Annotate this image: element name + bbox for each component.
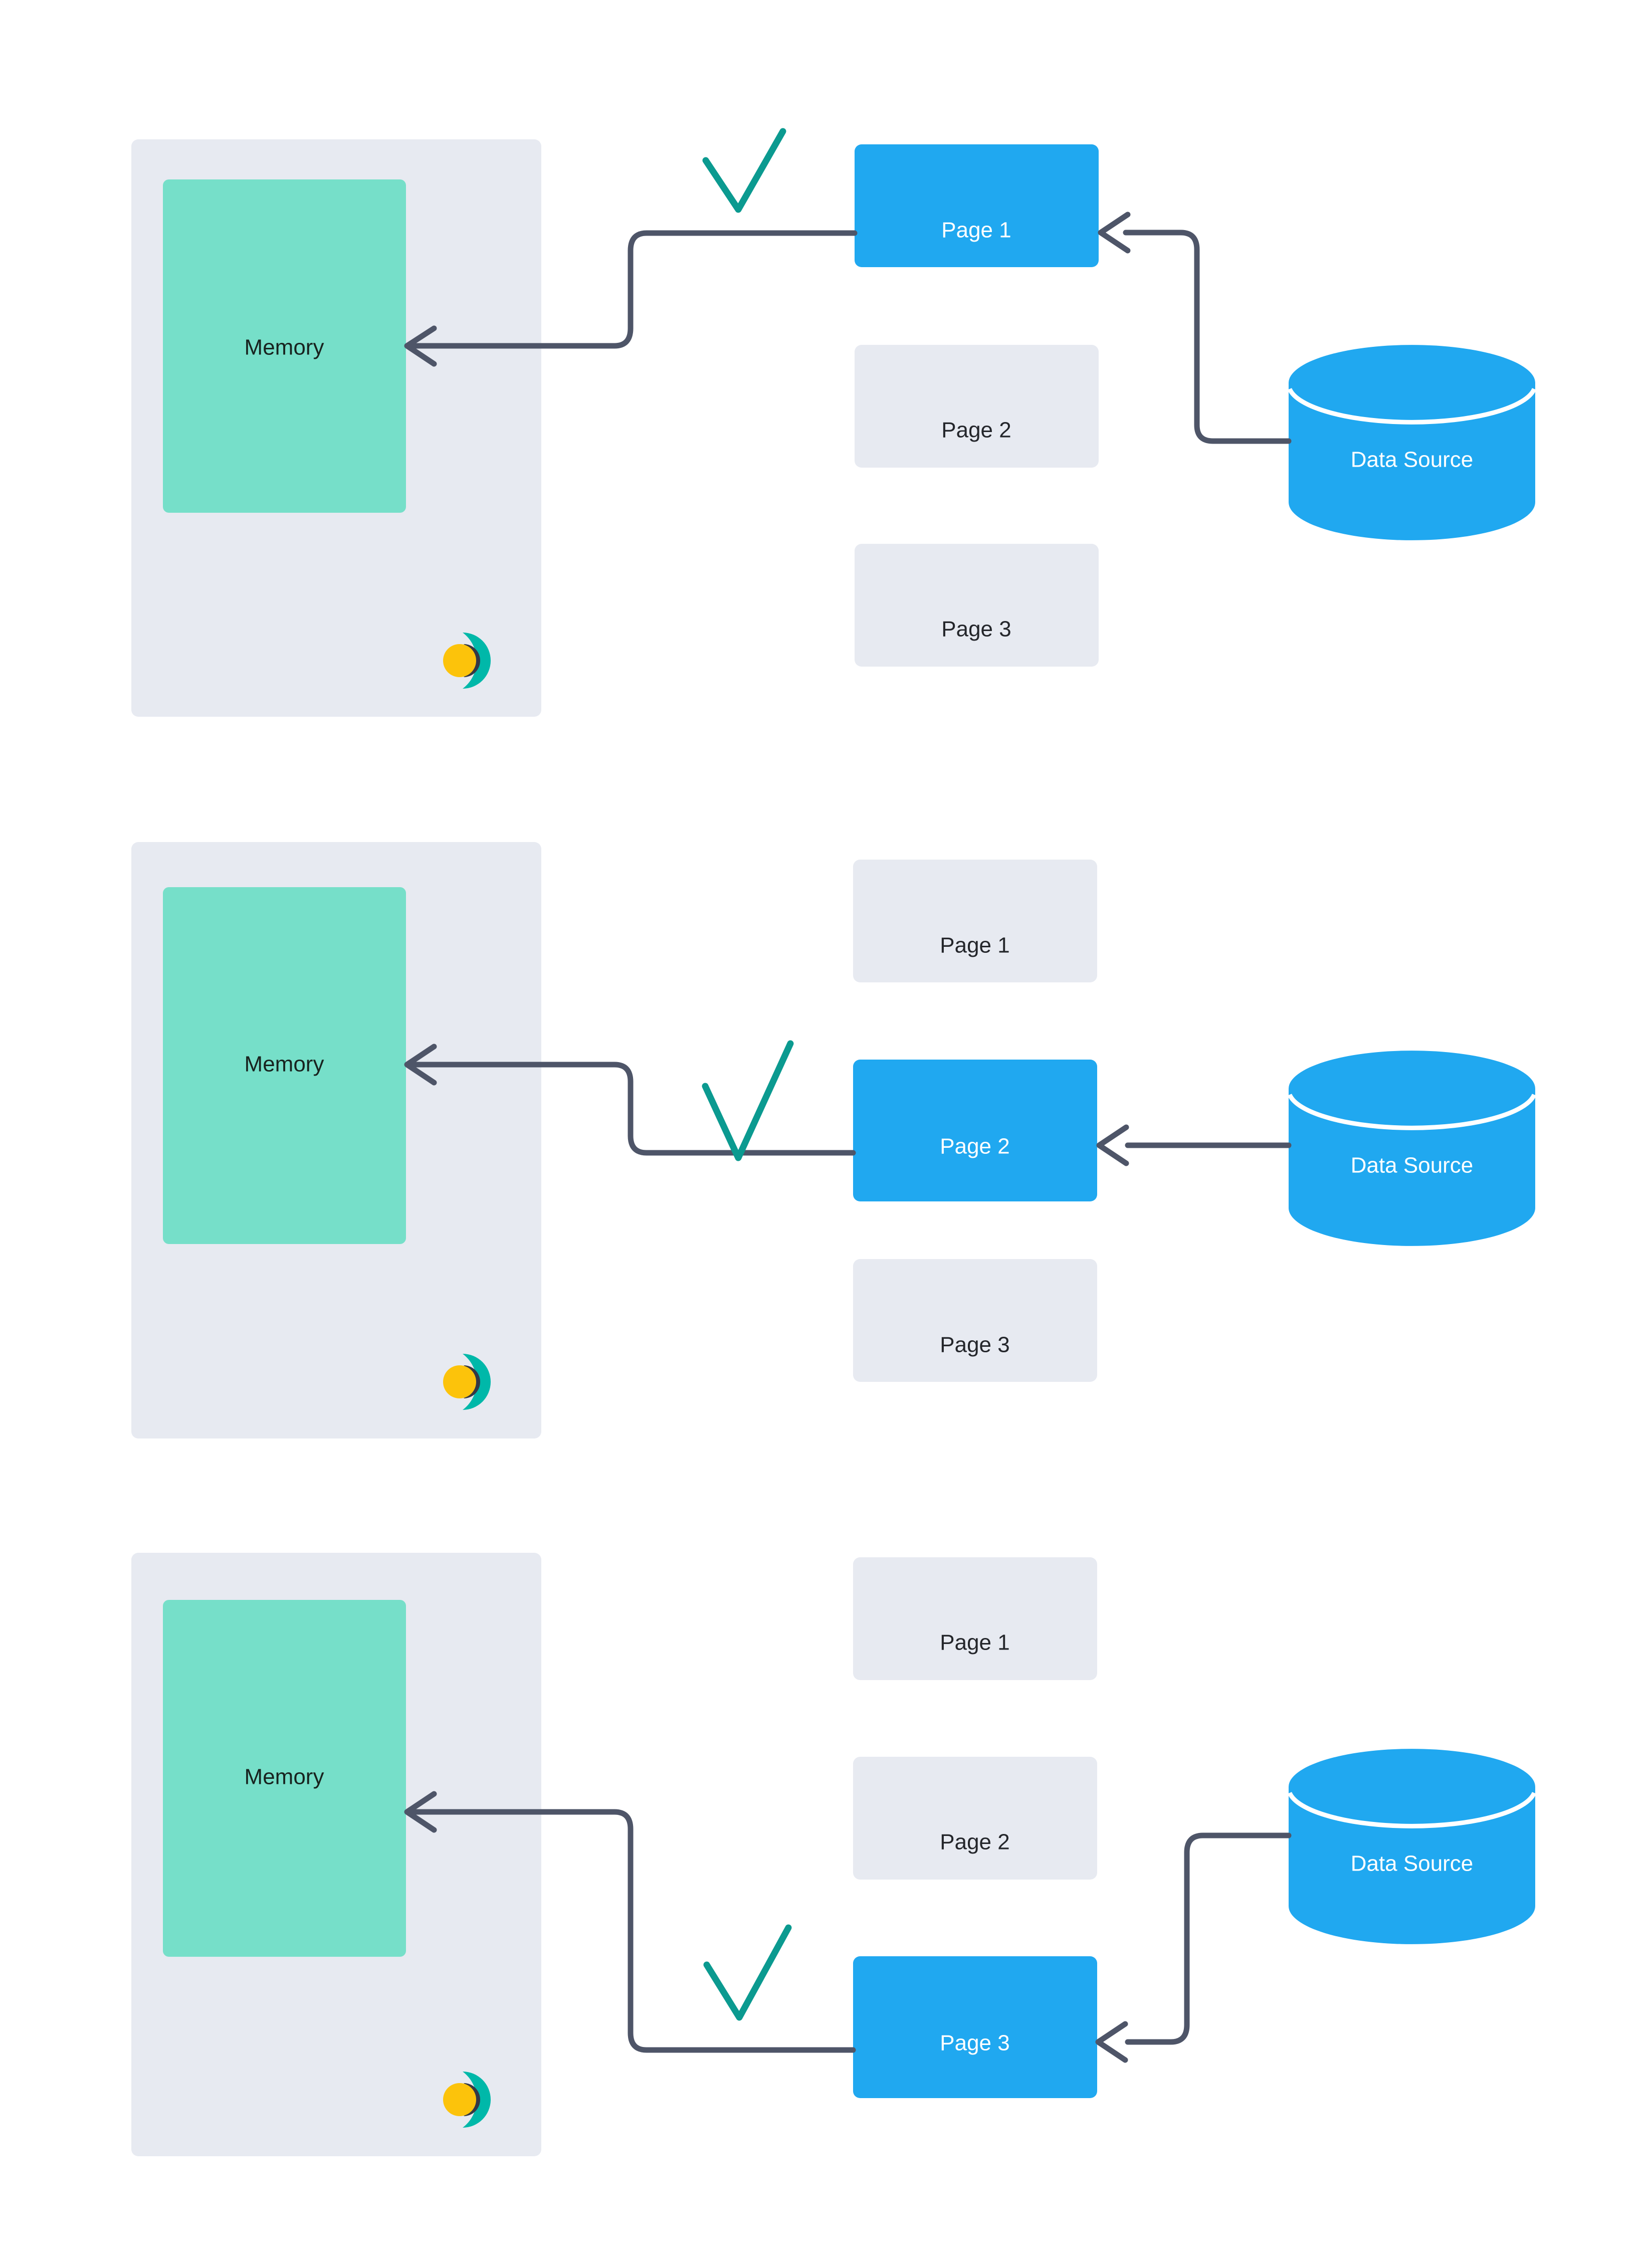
database-cylinder-icon: [1287, 1051, 1537, 1246]
arrow-left-icon: [1096, 1124, 1129, 1166]
memory-label: Memory: [245, 1052, 324, 1077]
connector-page-to-memory: [408, 1809, 856, 2053]
page-label-1: Page 1: [941, 218, 1011, 243]
step-panel-2: Memory Page 1 Page 2 Page 3 Data Source: [131, 842, 1537, 1438]
memory-box: [163, 179, 406, 513]
step-panel-3: Memory Page 1 Page 2 Page 3 Data Source: [131, 1553, 1537, 2156]
page-box-3[interactable]: [855, 544, 1099, 667]
page-box-1[interactable]: [853, 1557, 1097, 1680]
page-label-3: Page 3: [941, 617, 1011, 642]
memory-label: Memory: [245, 335, 324, 360]
connector-source-to-page: [1123, 230, 1292, 444]
page-label-1: Page 1: [940, 1630, 1009, 1655]
check-mark-icon: [703, 1924, 792, 2021]
database-cylinder-icon: [1287, 1749, 1537, 1944]
connector-page-to-memory: [408, 230, 858, 349]
page-box-2[interactable]: [853, 1060, 1097, 1201]
database-cylinder-icon: [1287, 345, 1537, 540]
data-source-label: Data Source: [1351, 448, 1474, 472]
page-box-1[interactable]: [855, 144, 1099, 267]
arrow-left-icon: [404, 325, 437, 367]
page-box-3[interactable]: [853, 1956, 1097, 2098]
data-source-label: Data Source: [1351, 1153, 1474, 1178]
page-label-1: Page 1: [940, 933, 1009, 958]
arrow-left-icon: [1095, 2021, 1128, 2063]
connector-source-to-page: [1125, 1832, 1292, 2045]
page-label-3: Page 3: [940, 1333, 1009, 1357]
check-mark-icon: [702, 128, 786, 213]
memory-box: [163, 1600, 406, 1957]
arrow-left-icon: [1098, 212, 1131, 254]
page-label-2: Page 2: [940, 1830, 1009, 1855]
memory-label: Memory: [245, 1765, 324, 1789]
memory-box: [163, 887, 406, 1244]
page-box-2[interactable]: [855, 345, 1099, 468]
arrow-left-icon: [404, 1791, 437, 1833]
page-label-2: Page 2: [940, 1134, 1009, 1159]
page-box-2[interactable]: [853, 1757, 1097, 1880]
check-mark-icon: [702, 1040, 794, 1161]
data-source-label: Data Source: [1351, 1852, 1474, 1876]
page-box-3[interactable]: [853, 1259, 1097, 1382]
page-label-2: Page 2: [941, 418, 1011, 443]
step-panel-1: Memory Page 1 Page 2 Page 3 Data Source: [131, 128, 1537, 717]
arrow-left-icon: [404, 1044, 437, 1086]
page-box-1[interactable]: [853, 860, 1097, 982]
connector-page-to-memory: [408, 1062, 856, 1156]
page-label-3: Page 3: [940, 2031, 1009, 2056]
